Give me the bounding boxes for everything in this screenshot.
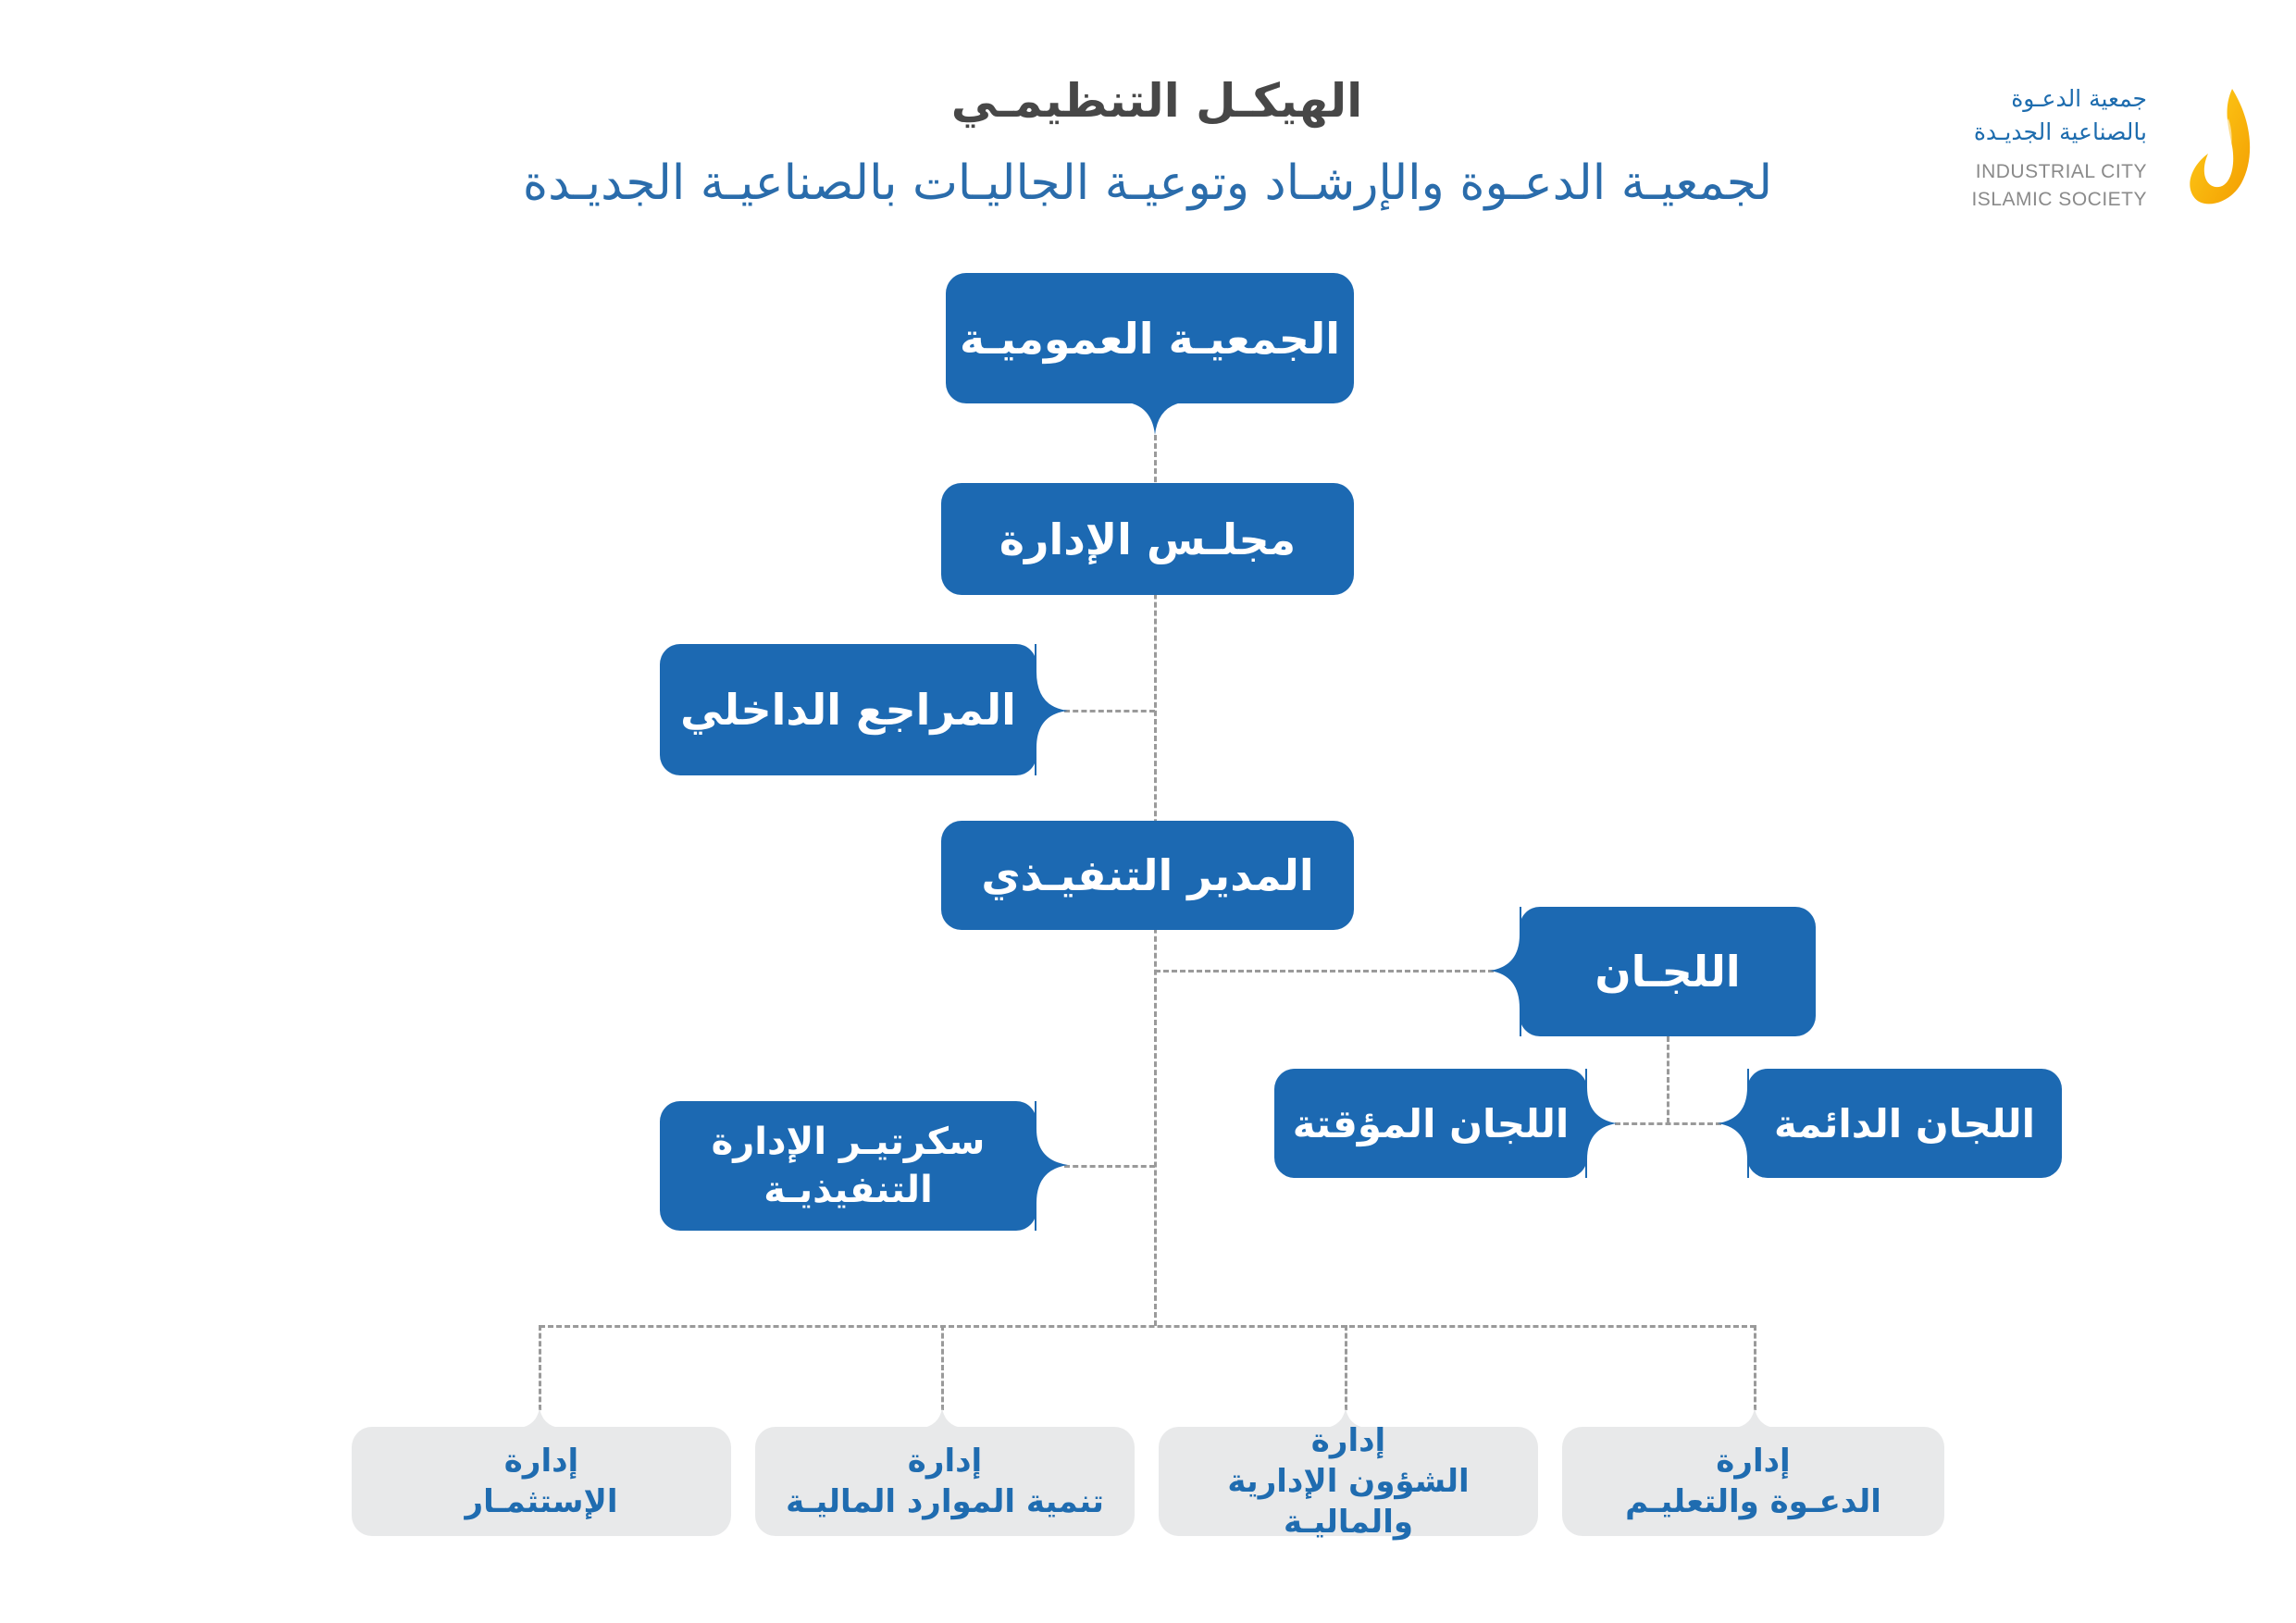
connector-committees <box>1155 970 1494 973</box>
node-board-label: مجلـس الإدارة <box>999 514 1297 564</box>
node-executive-secretary: سكرتيـر الإدارة التنفيذيـة <box>660 1101 1036 1231</box>
node-committees: اللجـان <box>1520 907 1816 1036</box>
node-temporary-committees-label: اللجان المؤقتة <box>1292 1100 1570 1146</box>
dept-financial-resources-development: إدارة تنمية الموارد الماليـة <box>755 1427 1135 1536</box>
tail-dept-4 <box>1727 1408 1782 1429</box>
tail-temporary-committees <box>1585 1069 1617 1178</box>
tail-dept-1 <box>512 1408 567 1429</box>
node-internal-auditor: المراجع الداخلي <box>660 644 1036 775</box>
tail-dept-2 <box>914 1408 970 1429</box>
connector-secretary <box>1064 1165 1155 1168</box>
tail-committees <box>1490 907 1521 1036</box>
node-executive-director-label: المدير التنفيـذي <box>981 850 1314 900</box>
connector-committees-split <box>1615 1122 1721 1125</box>
node-internal-auditor-label: المراجع الداخلي <box>680 685 1016 735</box>
page-title: الهيكـل التنظيمـي <box>950 74 1363 128</box>
node-committees-label: اللجـان <box>1595 947 1741 997</box>
dept-label-line1: إدارة <box>1310 1421 1386 1459</box>
flame-icon <box>2190 89 2251 204</box>
logo-english-line2: ISLAMIC SOCIETY <box>1971 189 2147 210</box>
dept-admin-financial-affairs: إدارة الشؤون الإدارية والماليـة <box>1159 1422 1538 1541</box>
tail-executive-secretary <box>1035 1101 1068 1231</box>
dept-label-line2: الإستثمـار <box>465 1483 618 1520</box>
tail-dept-3 <box>1318 1408 1373 1429</box>
connector-dept-1 <box>539 1325 541 1410</box>
page-subtitle: لجمعيـة الدعـوة والإرشـاد وتوعيـة الجالي… <box>522 155 1773 211</box>
logo-english-line1: INDUSTRIAL CITY <box>1975 161 2147 182</box>
tail-permanent-committees <box>1718 1069 1749 1178</box>
node-general-assembly-label: الجمعيـة العموميـة <box>960 313 1340 364</box>
dept-label-line2: الدعـوة والتعليـم <box>1625 1483 1881 1520</box>
tail-general-assembly <box>1118 402 1192 435</box>
node-board-of-directors: مجلـس الإدارة <box>941 483 1354 595</box>
dept-investment: إدارة الإستثمـار <box>352 1427 731 1536</box>
connector-dept-2 <box>941 1325 944 1410</box>
node-temporary-committees: اللجان المؤقتة <box>1274 1069 1587 1178</box>
node-permanent-committees: اللجان الدائمة <box>1747 1069 2062 1178</box>
node-permanent-committees-label: اللجان الدائمة <box>1773 1100 2036 1146</box>
connector-auditor <box>1064 710 1155 712</box>
dept-dawah-education: إدارة الدعـوة والتعليـم <box>1562 1427 1944 1536</box>
connector-committees-down <box>1667 1036 1669 1123</box>
dept-label-line1: إدارة <box>907 1442 983 1480</box>
node-executive-secretary-line1: سكرتيـر الإدارة <box>711 1121 986 1163</box>
dept-label-line2: الشؤون الإدارية والماليـة <box>1227 1462 1470 1542</box>
tail-internal-auditor <box>1035 644 1068 775</box>
logo-arabic-line1: جمعية الدعـوة <box>2011 85 2147 112</box>
node-general-assembly: الجمعيـة العموميـة <box>946 273 1354 403</box>
organization-logo: جمعية الدعـوة بالصناعية الجديـدة INDUSTR… <box>1953 81 2258 220</box>
node-executive-secretary-line2: التنفيذيـة <box>763 1169 933 1211</box>
connector-dept-3 <box>1345 1325 1347 1410</box>
node-executive-director: المدير التنفيـذي <box>941 821 1354 930</box>
dept-label-line2: تنمية الموارد الماليـة <box>786 1483 1104 1520</box>
connector-departments-bar <box>540 1325 1756 1328</box>
connector-dept-4 <box>1754 1325 1756 1410</box>
dept-label-line1: إدارة <box>1716 1442 1791 1480</box>
dept-label-line1: إدارة <box>503 1442 579 1480</box>
logo-arabic-line2: بالصناعية الجديـدة <box>1973 118 2147 145</box>
